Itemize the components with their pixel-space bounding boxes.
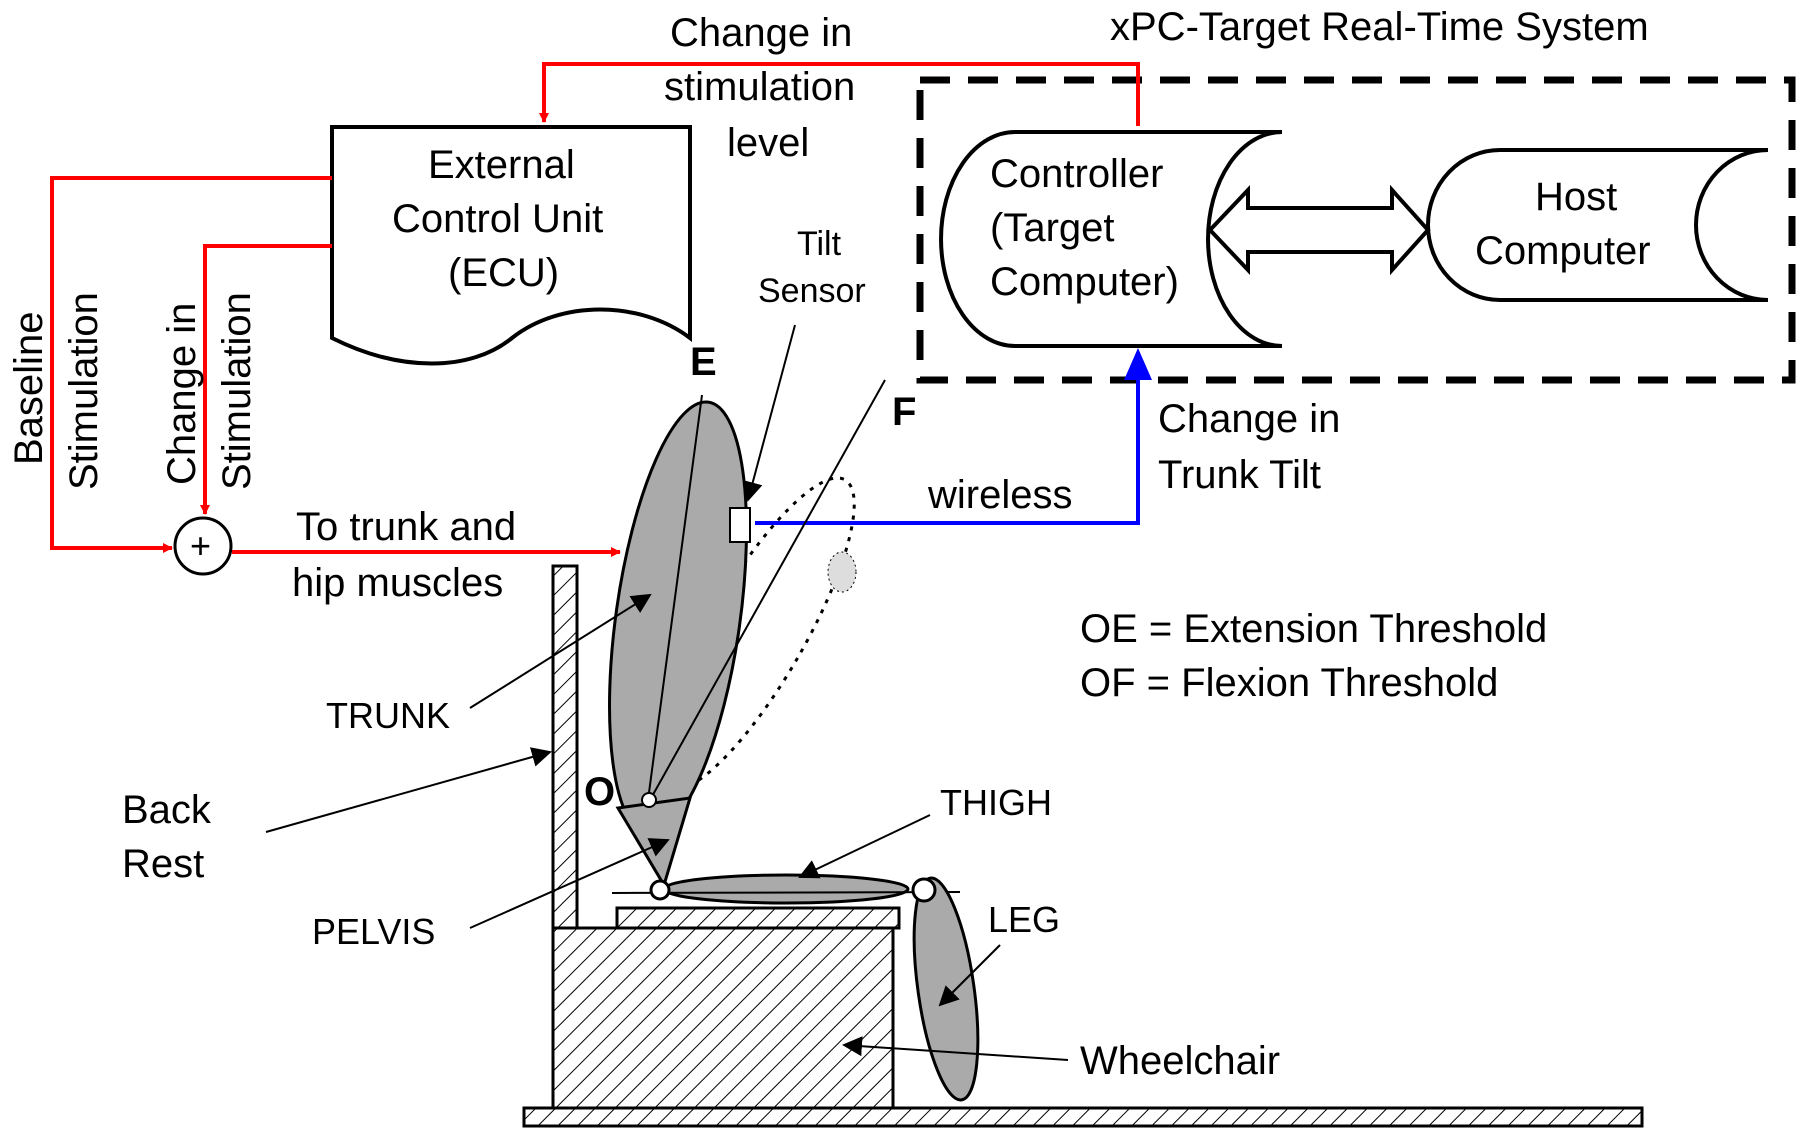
wireless-label: wireless: [927, 473, 1072, 517]
trunk-leader: [469, 593, 652, 709]
ecu-label-line3: (ECU): [448, 251, 559, 295]
wheelchair-leader: [842, 1036, 1069, 1061]
external-control-unit: External Control Unit (ECU): [330, 125, 692, 366]
change-stimulation-line: [200, 244, 332, 515]
ecu-label-line2: Control Unit: [392, 197, 603, 241]
host-label-line2: Computer: [1475, 229, 1651, 273]
stim-level-label-line1: Change in: [670, 11, 852, 55]
trunk-tilt-label-line1: Change in: [1158, 397, 1340, 441]
leg-label: LEG: [988, 899, 1060, 940]
flexed-trunk-outline: [656, 476, 856, 792]
summing-junction: +: [173, 516, 233, 576]
pelvis-segment: [615, 796, 693, 889]
trunk-label: TRUNK: [326, 695, 450, 736]
change-stim-label-line1: Change in: [160, 303, 204, 485]
baseline-label-line1: Baseline: [7, 312, 51, 465]
controller-target-computer: Controller (Target Computer): [939, 130, 1283, 348]
point-o-label: O: [584, 770, 615, 814]
host-label-line1: Host: [1535, 175, 1617, 219]
leg-leader: [938, 944, 1001, 1007]
seat-cushion: [615, 906, 901, 930]
pelvis-label: PELVIS: [312, 911, 435, 952]
controller-label-line3: Computer): [990, 260, 1179, 304]
controller-host-double-arrow: [1207, 184, 1431, 276]
knee-joint: [911, 877, 937, 903]
sum-symbol: +: [190, 525, 211, 566]
wireless-arrow-head: [1124, 348, 1152, 380]
change-stim-label-line2: Stimulation: [215, 292, 259, 490]
back-rest: [551, 564, 579, 930]
trunk-tilt-label-line2: Trunk Tilt: [1158, 453, 1321, 497]
wheelchair-seat-block: [551, 926, 895, 1110]
hip-joint: [649, 879, 671, 901]
ground-base: [522, 1106, 1644, 1128]
xpc-system-title: xPC-Target Real-Time System: [1110, 5, 1649, 49]
back-rest-label-line2: Rest: [122, 842, 204, 886]
tilt-sensor: [729, 507, 751, 543]
pelvis-leader: [469, 838, 670, 929]
xpc-target-system-boundary: [916, 76, 1796, 384]
baseline-label-line2: Stimulation: [62, 292, 106, 490]
thigh-label: THIGH: [940, 782, 1052, 823]
tilt-sensor-label-line2: Sensor: [758, 272, 866, 310]
stim-level-label-line3: level: [727, 121, 809, 165]
back-rest-leader: [265, 747, 552, 833]
controller-label-line2: (Target: [990, 206, 1115, 250]
muscles-label-line1: To trunk and: [296, 505, 516, 549]
tilt-sensor-leader: [743, 324, 796, 502]
baseline-stimulation-line: [50, 176, 332, 553]
thigh-segment: [662, 873, 910, 905]
ecu-label-line1: External: [428, 143, 575, 187]
point-e-label: E: [690, 340, 717, 384]
back-rest-label-line1: Back: [122, 788, 212, 832]
controller-label-line1: Controller: [990, 152, 1163, 196]
legend-extension-threshold: OE = Extension Threshold: [1080, 607, 1547, 651]
extension-threshold-line: [647, 394, 703, 801]
host-computer: Host Computer: [1426, 148, 1769, 302]
wireless-sensor-line: [755, 352, 1140, 525]
point-f-label: F: [892, 390, 916, 434]
flexion-threshold-line: [649, 379, 886, 801]
stimulation-level-feedback-line: [539, 62, 1140, 126]
stimulation-paths: [50, 62, 1140, 557]
leg-segment: [912, 876, 980, 1102]
flexed-tilt-sensor: [827, 551, 857, 593]
wheelchair-label: Wheelchair: [1080, 1039, 1280, 1083]
thigh-leader: [798, 814, 931, 879]
muscles-label-line2: hip muscles: [292, 561, 503, 605]
legend-flexion-threshold: OF = Flexion Threshold: [1080, 661, 1498, 705]
tilt-sensor-label-line1: Tilt: [797, 225, 842, 263]
hip-pivot-point: [641, 792, 657, 808]
stim-level-label-line2: stimulation: [664, 65, 855, 109]
